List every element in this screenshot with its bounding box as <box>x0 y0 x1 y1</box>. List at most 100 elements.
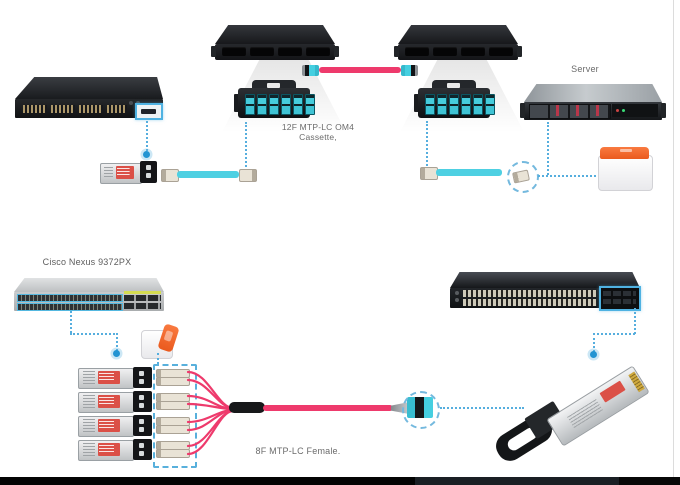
cleaner-lid <box>600 147 649 159</box>
enclosure-bay <box>489 47 513 56</box>
lc-adapter <box>425 94 435 115</box>
port-slot <box>141 109 156 114</box>
switch-led <box>129 101 133 105</box>
lc-om3-cable <box>436 169 502 176</box>
lc-adapter <box>293 94 303 115</box>
sfp-label <box>116 166 134 179</box>
server-right-panel <box>612 104 658 117</box>
lc-adapter-row <box>425 94 495 115</box>
connection-dot <box>590 351 597 358</box>
breakout-fibers <box>186 370 235 456</box>
qsfp-port-row <box>603 299 636 304</box>
inspection-circle <box>402 391 440 429</box>
cisco-switch-label: Cisco Nexus 9372PX <box>42 257 132 267</box>
connector-line <box>440 407 524 409</box>
port-row <box>463 299 597 306</box>
connector-line <box>157 353 159 364</box>
server-ear <box>520 103 525 118</box>
enclosure-ear <box>211 46 216 57</box>
connector-line <box>538 175 596 177</box>
cassette-label-chip <box>267 83 280 88</box>
lc-adapter <box>245 94 255 115</box>
port-group <box>79 105 103 113</box>
sfp-print <box>104 167 113 178</box>
cisco-qsfp-ports <box>124 295 161 301</box>
sfp-label <box>98 443 120 456</box>
sfp-lc-port <box>133 439 152 460</box>
mtp-connector <box>401 65 418 76</box>
highlighted-qsfp-ports <box>599 286 641 311</box>
connector-line <box>245 122 247 167</box>
breakout-cable-label: 8F MTP-LC Female. <box>255 446 341 456</box>
enclosure-bay <box>461 47 485 56</box>
lc-adapter <box>305 94 315 115</box>
cassette-flange <box>414 94 420 112</box>
sfp-print <box>83 419 95 432</box>
sfp-lc-port <box>140 161 157 183</box>
enclosure-top <box>215 25 335 44</box>
lc-hole <box>139 379 144 384</box>
port-group <box>107 105 127 113</box>
drive-tab <box>576 105 579 116</box>
switch-top-face <box>450 272 640 288</box>
lc-adapter <box>485 94 495 115</box>
lc-adapter <box>281 94 291 115</box>
lc-adapter-row <box>245 94 315 115</box>
enclosure-ear <box>517 46 522 57</box>
cleaner-slot <box>620 149 632 152</box>
sfp-lc-port <box>133 415 152 436</box>
server-led <box>616 109 619 112</box>
qsfp-body <box>546 365 650 447</box>
enclosure-bay <box>278 47 302 56</box>
port-group <box>23 105 47 113</box>
lc-adapter <box>437 94 447 115</box>
sfp-print <box>83 395 95 408</box>
highlighted-port <box>135 103 163 120</box>
connector-line <box>547 122 549 175</box>
qsfp-label <box>599 380 626 403</box>
cisco-top-face <box>14 278 164 292</box>
connector-line <box>70 333 118 335</box>
server-drive-bays <box>529 104 611 119</box>
lc-om3-cable <box>177 171 239 178</box>
lc-hole <box>146 165 151 170</box>
sfp-label <box>98 419 120 432</box>
lc-connector <box>156 425 190 434</box>
mtp-trunk-cable <box>319 67 401 73</box>
connector-line <box>593 333 635 335</box>
server-label: Server <box>571 64 599 74</box>
port-group <box>51 105 75 113</box>
lc-adapter <box>473 94 483 115</box>
cassette-label-chip <box>447 83 460 88</box>
enclosure-bay <box>222 47 246 56</box>
cisco-port-row <box>17 294 123 302</box>
sfp-lc-port <box>133 367 152 388</box>
connector-line <box>426 121 428 166</box>
server-ear <box>661 103 666 118</box>
switch-top-face <box>15 77 163 99</box>
bottom-dark-bar <box>0 477 680 485</box>
switch-led <box>455 291 459 295</box>
lc-connectors-group <box>153 364 197 468</box>
lc-connector <box>156 401 190 410</box>
connection-dot <box>143 151 150 158</box>
lc-hole <box>146 173 151 178</box>
enclosure-bay <box>306 47 330 56</box>
furcation-tube <box>229 402 265 413</box>
connection-dot <box>113 350 120 357</box>
drive-tab <box>556 105 559 116</box>
sfp-print <box>83 371 95 384</box>
lc-adapter <box>449 94 459 115</box>
lc-connector <box>156 377 190 386</box>
cassette-label: 12F MTP-LC OM4 Cassette, <box>281 122 355 142</box>
sfp-label <box>98 371 120 384</box>
cisco-port-row <box>17 303 123 311</box>
connector-line <box>146 118 148 154</box>
lc-connector <box>156 449 190 458</box>
lc-adapter <box>269 94 279 115</box>
cleaner-body <box>598 155 653 191</box>
mtp-connector <box>302 65 319 76</box>
server-led <box>622 109 625 112</box>
connector-line <box>634 308 636 334</box>
drive-tab <box>596 105 599 116</box>
